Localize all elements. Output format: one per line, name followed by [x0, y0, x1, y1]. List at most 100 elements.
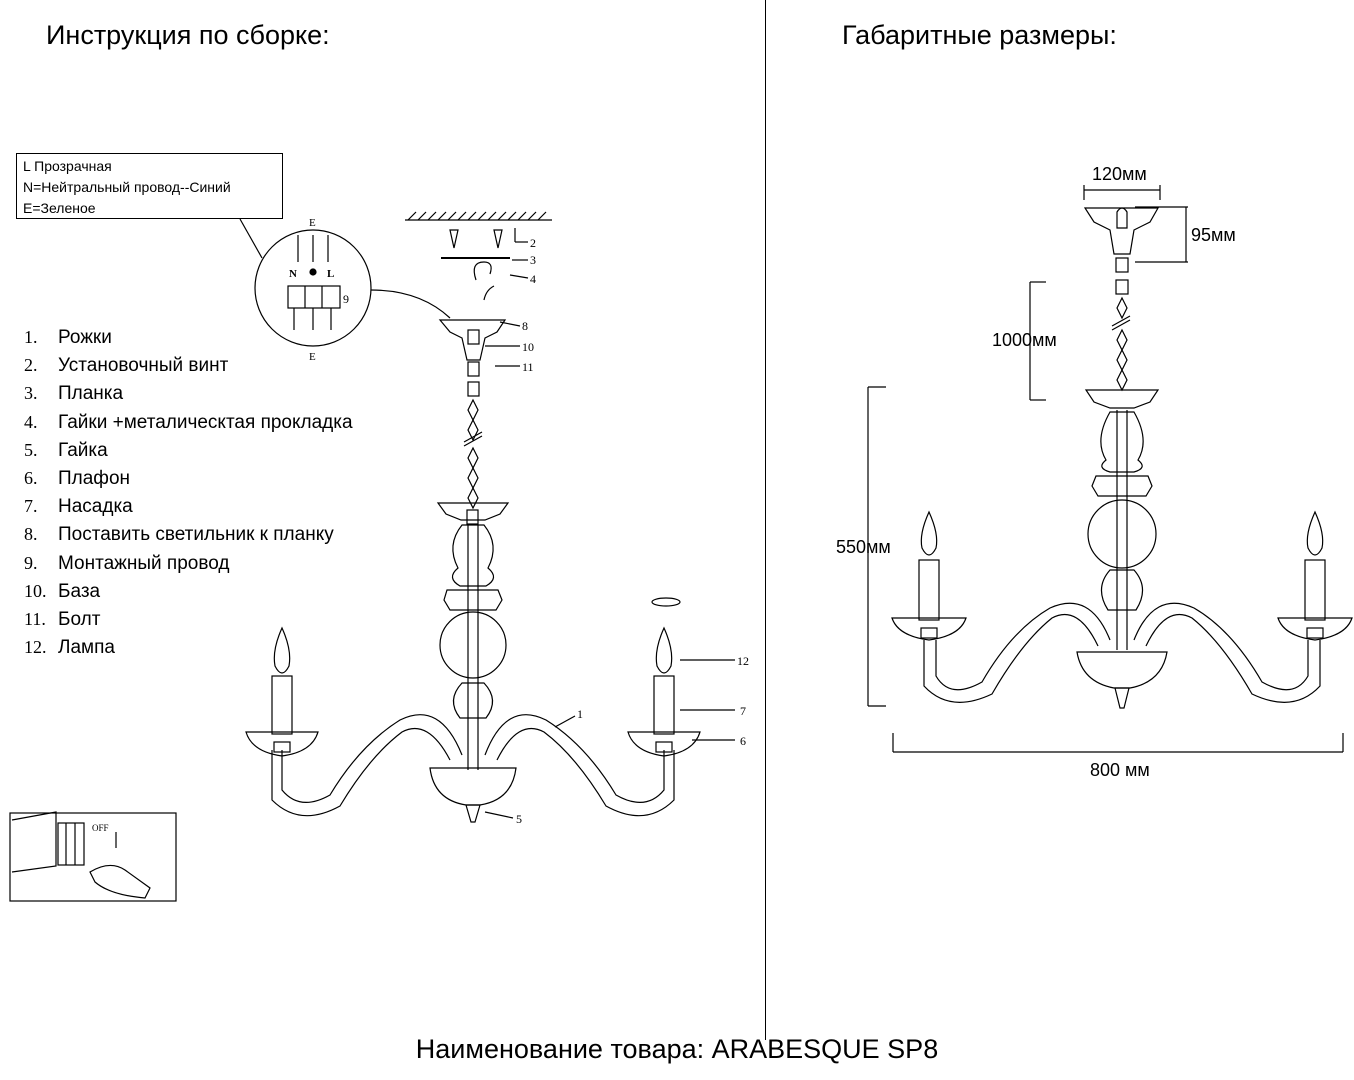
dimensions-drawing	[867, 185, 1353, 753]
legend-line-n: N=Нейтральный провод--Синий	[23, 179, 231, 195]
canopy-bolt	[467, 329, 480, 345]
callout-8: 8	[522, 319, 528, 333]
parts-list: 1.Рожки 2.Установочный винт 3.Планка 4.Г…	[24, 327, 353, 665]
callout-12: 12	[737, 654, 749, 668]
dim-canopy	[1083, 207, 1160, 255]
part-item: 8.Поставить светильник к планку	[24, 524, 334, 546]
chain	[463, 361, 483, 510]
mount-screw	[449, 229, 459, 249]
bottom-bowl	[429, 767, 517, 806]
terminal-wire	[370, 289, 451, 319]
terminal-n: N	[289, 268, 297, 280]
right-candle-cup	[627, 731, 701, 757]
dim-right-bulb	[1306, 510, 1324, 556]
legend-pointer-line	[239, 218, 263, 259]
part-item: 4.Гайки +металическтая прокладка	[24, 411, 353, 433]
legend-line-e: E=Зеленое	[23, 200, 96, 216]
dim-left-arm	[935, 602, 1111, 691]
column-top-segment	[451, 524, 495, 587]
dim-chain	[1111, 257, 1131, 392]
right-candle-sleeve	[653, 675, 675, 735]
right-bulb	[655, 626, 673, 674]
part-item: 1.Рожки	[24, 327, 112, 348]
dim-bottom-finial	[1114, 687, 1130, 709]
dim-left-bulb	[920, 510, 938, 556]
terminal-e-top: E	[309, 217, 316, 229]
mount-screw	[493, 229, 503, 249]
dim-left-candle	[918, 559, 940, 621]
dim-canopy-width-label: 120мм	[1092, 164, 1147, 184]
callout-4: 4	[530, 272, 536, 286]
left-arm-inner	[271, 727, 451, 817]
terminal-e-bottom: E	[309, 351, 316, 363]
callout-5: 5	[516, 812, 522, 826]
terminal-block	[287, 235, 341, 330]
left-cup-nut	[273, 741, 291, 753]
dim-right-cup	[1277, 617, 1353, 641]
terminal-l: L	[327, 268, 334, 280]
part-item: 3.Планка	[24, 383, 124, 405]
dim-right-arm	[1133, 602, 1309, 691]
ceiling-hatch	[407, 211, 547, 221]
part-item: 11.Болт	[24, 608, 101, 630]
dimensions-heading: Габаритные размеры:	[842, 20, 1117, 50]
callout-3: 3	[530, 253, 536, 267]
part-item: 6.Плафон	[24, 467, 131, 489]
dim-column-sphere	[1087, 499, 1157, 569]
dim-right-candle	[1304, 559, 1326, 621]
dim-right-arm-inner	[1145, 613, 1321, 703]
legend-line-l: L Прозрачная	[23, 158, 112, 174]
hook	[473, 261, 492, 281]
dim-column-lower	[1100, 569, 1144, 611]
dim-top-cup	[1084, 389, 1160, 409]
part-item: 5.Гайка	[24, 439, 108, 461]
callout-2: 2	[530, 236, 536, 250]
part-item: 9.Монтажный провод	[24, 552, 230, 574]
callout-10: 10	[522, 340, 534, 354]
left-candle-sleeve	[271, 675, 293, 735]
assembly-drawing: E E N L 9 2 3 4 8 10 11 12 1 7 6 5 OFF	[9, 211, 749, 902]
dim-bottom-bowl	[1076, 651, 1168, 689]
dim-column-disc	[1091, 475, 1153, 497]
breaker-switch-icon	[11, 811, 151, 899]
cup-nut	[466, 509, 479, 525]
assembly-heading: Инструкция по сборке:	[46, 20, 330, 50]
top-cup	[436, 502, 510, 521]
part-item: 7.Насадка	[24, 496, 133, 518]
left-arm	[281, 714, 463, 803]
part-item: 10.База	[24, 580, 101, 602]
dim-canopy-height-label: 95мм	[1191, 225, 1236, 245]
column-sphere	[439, 611, 507, 679]
column-disc	[443, 589, 503, 611]
page-divider	[765, 0, 766, 1040]
dim-body-height-label: 550мм	[836, 537, 891, 557]
terminal-block-circle	[254, 229, 372, 347]
callout-6: 6	[740, 734, 746, 748]
callout-11: 11	[522, 360, 534, 374]
callout-7: 7	[740, 704, 746, 718]
left-candle-cup	[245, 731, 319, 757]
right-cup-nut	[655, 741, 673, 753]
column-lower-segment	[452, 682, 494, 719]
dim-left-cup	[891, 617, 967, 641]
dim-column-top	[1100, 411, 1144, 473]
dim-chain-label: 1000мм	[992, 330, 1057, 350]
dim-left-arm-inner	[923, 613, 1099, 703]
right-arm	[484, 714, 665, 803]
rotate-hint-icon	[651, 597, 681, 607]
product-name: Наименование товара: ARABESQUE SP8	[415, 1034, 939, 1064]
right-arm-inner	[496, 727, 675, 817]
dim-canopy-hook	[1116, 207, 1128, 229]
terminal-9: 9	[343, 292, 349, 306]
canopy	[438, 319, 507, 361]
rotate-arrow	[483, 285, 495, 301]
part-item: 2.Установочный винт	[24, 355, 229, 377]
breaker-off-label: OFF	[92, 823, 109, 833]
wiring-legend: L Прозрачная N=Нейтральный провод--Синий…	[16, 153, 283, 219]
left-bulb	[273, 626, 291, 674]
breaker-frame	[9, 812, 177, 902]
bottom-finial	[465, 804, 481, 823]
dim-total-width-label: 800 мм	[1090, 760, 1150, 780]
part-item: 12.Лампа	[24, 637, 115, 659]
callout-1: 1	[577, 707, 583, 721]
